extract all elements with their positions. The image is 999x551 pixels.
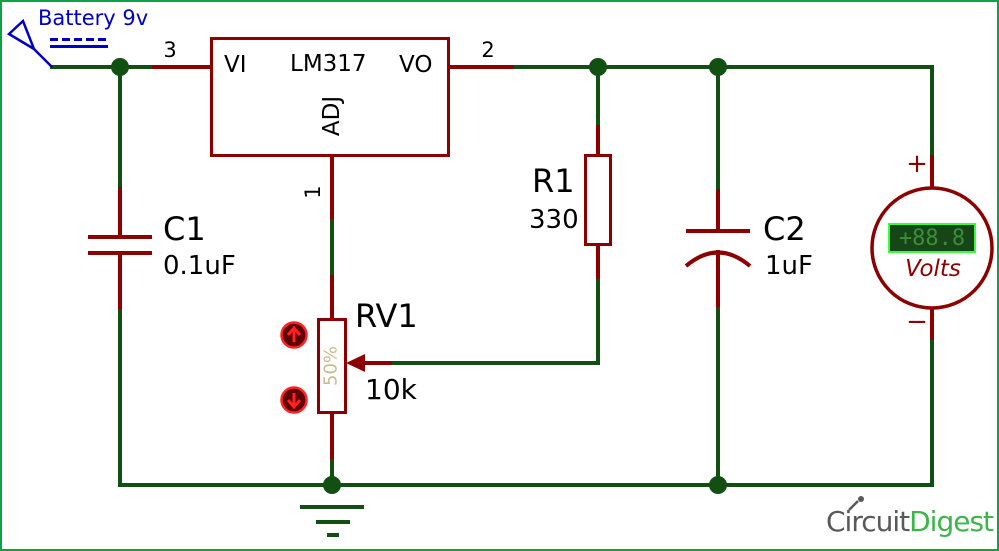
pot-down-icon: [286, 399, 302, 410]
voltmeter-top-lead: [930, 155, 934, 190]
pin-number-3: 3: [163, 38, 177, 62]
adj-wire: [330, 219, 334, 275]
rv1-bottom-lead: [330, 414, 334, 459]
voltmeter-reading: +88.8: [898, 225, 966, 251]
r1-value-label: 330: [529, 205, 579, 235]
r1-to-wiper-wire: [596, 279, 600, 365]
lm317-name-label: LM317: [290, 51, 367, 77]
rv1-value-label: 10k: [365, 373, 417, 406]
junction-dot: [709, 58, 727, 76]
c2-bottom-lead: [716, 250, 720, 307]
logo-text-circuit: Circuit: [826, 505, 910, 538]
c2-branch-wire: [716, 65, 720, 189]
r1-branch-wire: [596, 65, 600, 125]
lm317-pin-vo-label: VO: [399, 52, 433, 78]
pin-stub-vi: [152, 65, 210, 69]
pot-increase-button[interactable]: [280, 321, 308, 349]
r1-top-lead: [596, 125, 600, 154]
junction-dot: [589, 58, 607, 76]
ground-bar-3: [327, 533, 339, 537]
pot-decrease-button[interactable]: [280, 386, 308, 414]
c2-ground-wire: [716, 307, 720, 487]
r1-body[interactable]: [584, 154, 612, 246]
pin-stub-vo: [450, 65, 514, 69]
junction-dot: [709, 476, 727, 494]
ground-bar-1: [300, 505, 364, 509]
c1-bottom-lead: [118, 255, 122, 309]
battery-terminal-icon[interactable]: [6, 18, 53, 68]
battery-label: Battery 9v: [38, 6, 149, 30]
rv1-percent-label: 50%: [320, 345, 342, 387]
r1-ref-label: R1: [532, 162, 575, 200]
rv1-ground-wire: [330, 459, 334, 487]
logo-accent-icon: [848, 496, 864, 511]
lm317-pin-vi-label: VI: [224, 52, 247, 78]
circuitdigest-logo: CircuitDigest: [826, 505, 994, 538]
wire-right-vertical-lower: [930, 340, 934, 487]
lm317-pin-adj-label: ADJ: [318, 95, 345, 137]
wire-left-vertical-lower: [118, 309, 122, 487]
junction-dot: [323, 476, 341, 494]
c2-plate-top[interactable]: [686, 229, 750, 233]
c2-ref-label: C2: [763, 210, 806, 248]
r1-bottom-lead: [596, 246, 600, 279]
wire-bottom-bus: [118, 483, 934, 487]
c1-plate-bottom[interactable]: [88, 251, 152, 255]
junction-dot: [111, 58, 129, 76]
pot-up-icon: [286, 325, 302, 336]
wire-left-vertical: [118, 65, 122, 187]
battery-dashed-line: [50, 38, 108, 41]
wiper-lead: [360, 361, 392, 365]
voltmeter-minus-label: −: [906, 307, 928, 337]
wire-top-left: [50, 65, 152, 69]
pin-number-1: 1: [300, 185, 325, 199]
c1-top-lead: [118, 187, 122, 235]
rv1-top-lead: [330, 275, 334, 318]
rv1-body[interactable]: [317, 318, 347, 414]
lm317-body[interactable]: [210, 37, 450, 157]
voltmeter-display: +88.8: [888, 223, 976, 253]
voltmeter-plus-label: +: [906, 149, 928, 179]
c2-value-label: 1uF: [765, 251, 813, 281]
c2-top-lead: [716, 189, 720, 229]
wiper-wire: [392, 361, 600, 365]
wire-right-vertical: [930, 65, 934, 155]
c1-ref-label: C1: [163, 210, 206, 248]
wiper-arrow-icon: [346, 354, 365, 372]
adj-pin-lead: [330, 157, 334, 219]
pin-number-2: 2: [481, 38, 495, 62]
c1-value-label: 0.1uF: [163, 251, 236, 281]
rv1-ref-label: RV1: [355, 297, 418, 335]
battery-solid-line: [50, 45, 108, 48]
logo-text-digest: Digest: [909, 505, 994, 538]
c1-plate-top[interactable]: [88, 235, 152, 239]
ground-bar-2: [316, 520, 350, 524]
voltmeter-unit-label: Volts: [905, 256, 961, 282]
voltmeter-bottom-lead: [930, 306, 934, 340]
c2-plate-curved[interactable]: [684, 250, 752, 268]
